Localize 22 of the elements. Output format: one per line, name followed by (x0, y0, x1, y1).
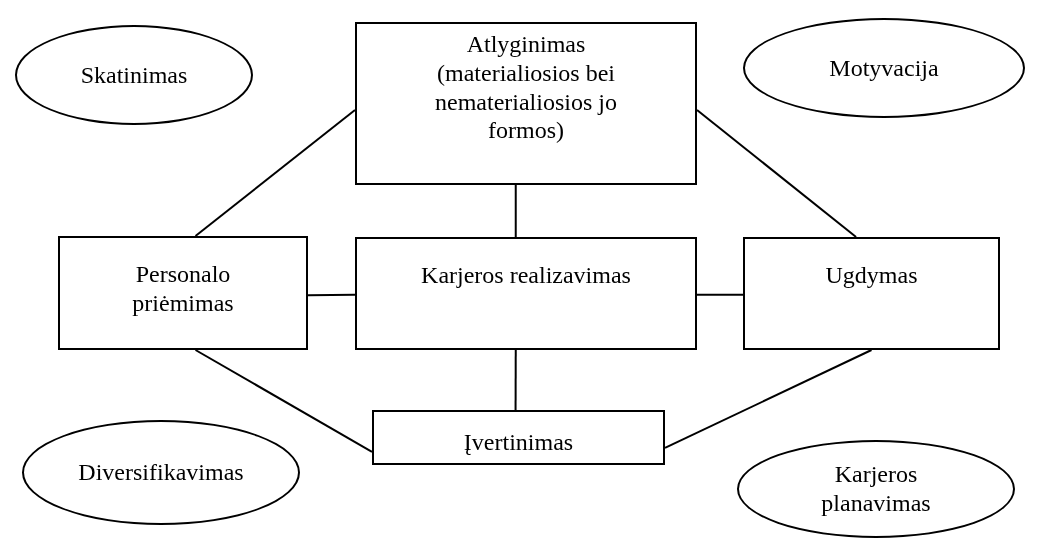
node-label: Diversifikavimas (77, 458, 245, 487)
node-label: Motyvacija (828, 53, 940, 83)
node-label: Karjeros planavimas (820, 460, 932, 518)
process-box (355, 237, 697, 350)
node-label: Ugdymas (824, 261, 919, 290)
connector-line (696, 109, 858, 238)
node-label: Atlyginimas (materialiosios bei nematerialiosios jo formos) (434, 30, 618, 146)
node-label: Įvertinimas (462, 428, 575, 457)
node-label: Skatinimas (79, 60, 189, 90)
process-box (743, 237, 1000, 350)
process-box (372, 410, 665, 465)
connector-line (514, 184, 517, 238)
connector-line (194, 349, 373, 453)
process-box (58, 236, 308, 350)
connector-line (514, 349, 517, 411)
connector-line (194, 109, 356, 237)
connector-line (696, 293, 744, 296)
connector-line (307, 293, 356, 297)
node-label: Karjeros realizavimas (420, 261, 632, 290)
node-label: Personalo priėmimas (131, 260, 235, 318)
connector-line (664, 349, 873, 449)
process-box (355, 22, 697, 185)
